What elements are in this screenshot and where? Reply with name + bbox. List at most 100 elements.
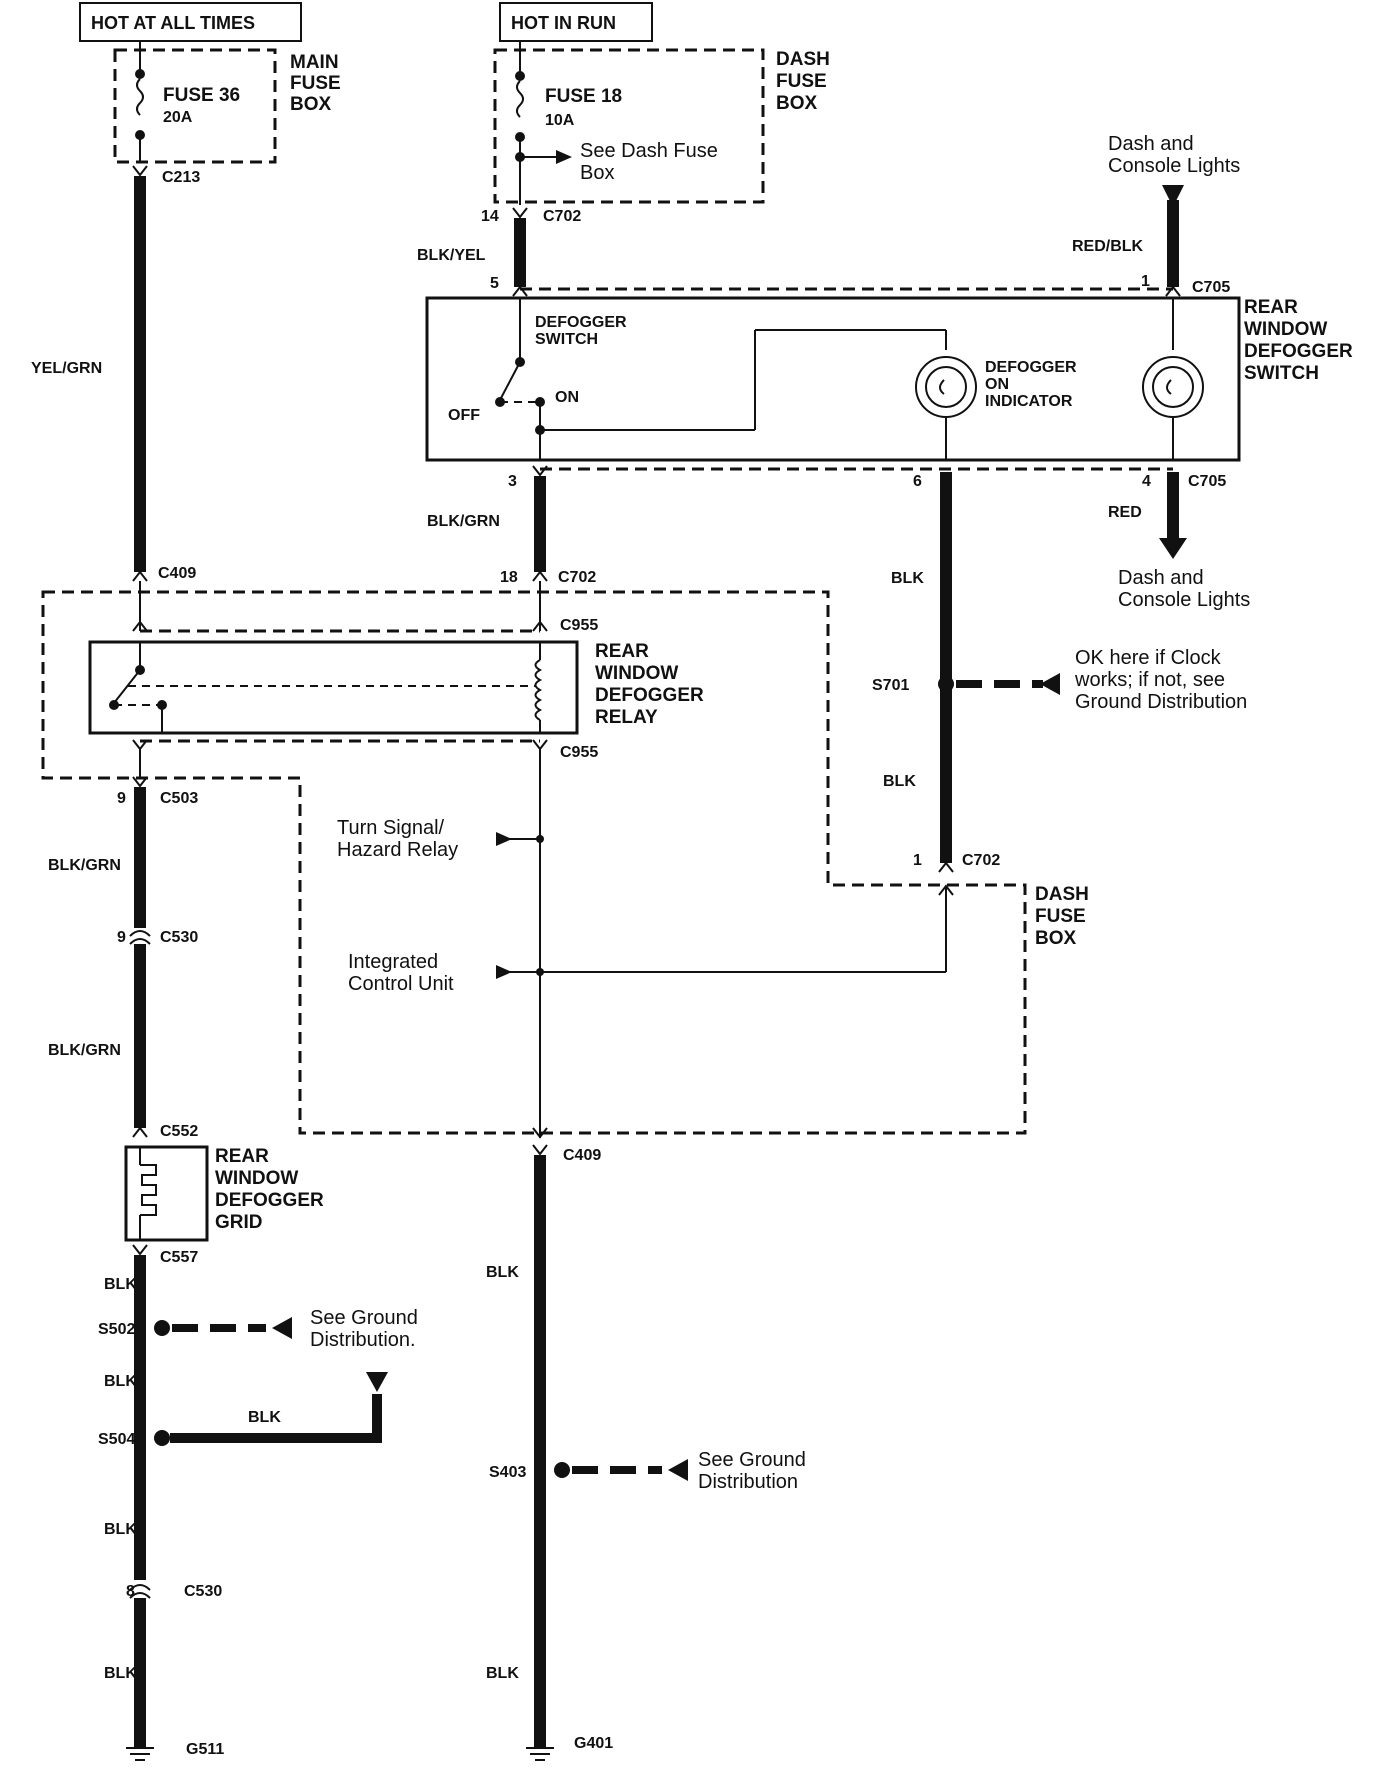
grid-title-2: WINDOW [215, 1168, 298, 1189]
defogger-switch-label-1: DEFOGGER [535, 314, 627, 331]
sw-pin-5: 5 [490, 275, 499, 292]
dash-console-bot-2: Console Lights [1118, 589, 1250, 611]
dash-fuse-box-mid-label-1: DASH [1035, 884, 1089, 905]
switch-title-2: WINDOW [1244, 319, 1327, 340]
s504-label: S504 [98, 1431, 135, 1448]
blk-yel-label: BLK/YEL [417, 247, 486, 264]
blk-3-label: BLK [104, 1521, 137, 1538]
fuse-36-label: FUSE 36 [163, 85, 240, 106]
relay-title-1: REAR [595, 641, 649, 662]
c557-label: C557 [160, 1249, 198, 1266]
switch-title-3: DEFOGGER [1244, 341, 1353, 362]
ground-s403-1: See Ground [698, 1449, 806, 1471]
c530-top-label: C530 [160, 929, 198, 946]
icu-2: Control Unit [348, 973, 454, 995]
blk-1-label: BLK [104, 1276, 137, 1293]
s701-label: S701 [872, 677, 909, 694]
c702-top-pin: 14 [481, 208, 499, 225]
c503-label: C503 [160, 790, 198, 807]
dash-fuse-box-top: FUSE 18 10A See Dash Fuse Box DASH FUSE … [493, 41, 830, 205]
grid-title-1: REAR [215, 1146, 269, 1167]
s502-label: S502 [98, 1321, 135, 1338]
c705-top-label: C705 [1192, 279, 1230, 296]
dash-console-top-2: Console Lights [1108, 155, 1240, 177]
see-dash-fuse-box-1: See Dash Fuse [580, 140, 718, 162]
switch-title-4: SWITCH [1244, 363, 1319, 384]
turn-signal-2: Hazard Relay [337, 839, 458, 861]
sw-pin-6: 6 [913, 473, 922, 490]
blk-mid-1-label: BLK [486, 1264, 519, 1281]
blk-mid-2-label: BLK [486, 1665, 519, 1682]
s403-label: S403 [489, 1464, 526, 1481]
hot-in-run-label: HOT IN RUN [511, 13, 616, 33]
dash-console-top-1: Dash and [1108, 133, 1194, 155]
fuse-18-label: FUSE 18 [545, 86, 622, 107]
main-fuse-box-label-3: BOX [290, 94, 332, 115]
wire-blk-grn-center: 3 BLK/GRN 18 C702 [427, 465, 596, 586]
on-label: ON [555, 389, 579, 406]
fuse-18-rating: 10A [545, 112, 575, 129]
c702-low-label: C702 [962, 852, 1000, 869]
dash-fuse-box-mid: DASH FUSE BOX [41, 590, 1089, 1135]
blk-grn-1-label: BLK/GRN [48, 857, 121, 874]
hot-at-all-times-label: HOT AT ALL TIMES [91, 13, 255, 33]
c409-top-label: C409 [158, 565, 196, 582]
ground-g401-icon [526, 1747, 554, 1761]
defogger-grid: REAR WINDOW DEFOGGER GRID [124, 1145, 324, 1242]
blk-grn-2-label: BLK/GRN [48, 1042, 121, 1059]
g401-label: G401 [574, 1735, 613, 1752]
c552-label: C552 [160, 1123, 198, 1140]
c530-bot-label: C530 [184, 1583, 222, 1600]
c530-bot-pin: 8 [126, 1583, 135, 1600]
indicator-label-3: INDICATOR [985, 393, 1073, 410]
clock-note-3: Ground Distribution [1075, 691, 1247, 713]
dash-fuse-box-mid-label-3: BOX [1035, 928, 1077, 949]
c213-label: C213 [162, 169, 200, 186]
wire-red-out: 4 C705 RED Dash and Console Lights [1108, 472, 1250, 611]
c702-mid-pin: 18 [500, 569, 518, 586]
ground-s403-2: Distribution [698, 1471, 798, 1493]
main-fuse-box-label-2: FUSE [290, 73, 341, 94]
g511-label: G511 [186, 1741, 224, 1758]
wire-blk-s701: 6 BLK S701 OK here if Clock works; if no… [872, 472, 1247, 873]
blk-grn-top-label: BLK/GRN [427, 513, 500, 530]
relay-title-4: RELAY [595, 707, 658, 728]
blk-4-label: BLK [104, 1665, 137, 1682]
dash-fuse-box-top-label-2: FUSE [776, 71, 827, 92]
defogger-relay: C955 C955 REAR WINDOW DEFOGGER RELAY [88, 581, 704, 761]
dash-fuse-box-top-label-3: BOX [776, 93, 818, 114]
switch-title-1: REAR [1244, 297, 1298, 318]
c530-top-pin: 9 [117, 929, 126, 946]
ground-s502-2: Distribution. [310, 1329, 416, 1351]
c705-top-pin: 1 [1141, 273, 1150, 290]
icu-1: Integrated [348, 951, 438, 973]
dash-fuse-box-mid-label-2: FUSE [1035, 906, 1086, 927]
off-label: OFF [448, 407, 480, 424]
c702-top-label: C702 [543, 208, 581, 225]
wire-red-blk: Dash and Console Lights RED/BLK 1 C705 [1072, 133, 1240, 297]
wire-blk-center-ground: C409 BLK S403 See Ground Distribution BL… [486, 1144, 806, 1761]
hot-at-all-times-box [79, 2, 302, 42]
turn-signal-1: Turn Signal/ [337, 817, 445, 839]
hot-in-run-box [499, 2, 653, 42]
defogger-switch-label-2: SWITCH [535, 331, 598, 348]
relay-title-2: WINDOW [595, 663, 678, 684]
wire-yel-grn: C213 YEL/GRN C409 [31, 165, 200, 582]
grid-title-4: GRID [215, 1212, 263, 1233]
indicator-label-1: DEFOGGER [985, 359, 1077, 376]
dash-fuse-box-top-label-1: DASH [776, 49, 830, 70]
c702-low-pin: 1 [913, 852, 922, 869]
clock-note-1: OK here if Clock [1075, 647, 1222, 669]
main-fuse-box-label-1: MAIN [290, 52, 339, 73]
red-label: RED [1108, 504, 1142, 521]
relay-title-3: DEFOGGER [595, 685, 704, 706]
ground-g511-icon [126, 1747, 154, 1761]
blk-2-label: BLK [104, 1373, 137, 1390]
clock-note-2: works; if not, see [1074, 669, 1225, 691]
blk-s504-label: BLK [248, 1409, 281, 1426]
dash-console-bot-1: Dash and [1118, 567, 1204, 589]
main-fuse-box: FUSE 36 20A MAIN FUSE BOX [113, 41, 341, 164]
c705-bot-label: C705 [1188, 473, 1226, 490]
grid-title-3: DEFOGGER [215, 1190, 324, 1211]
